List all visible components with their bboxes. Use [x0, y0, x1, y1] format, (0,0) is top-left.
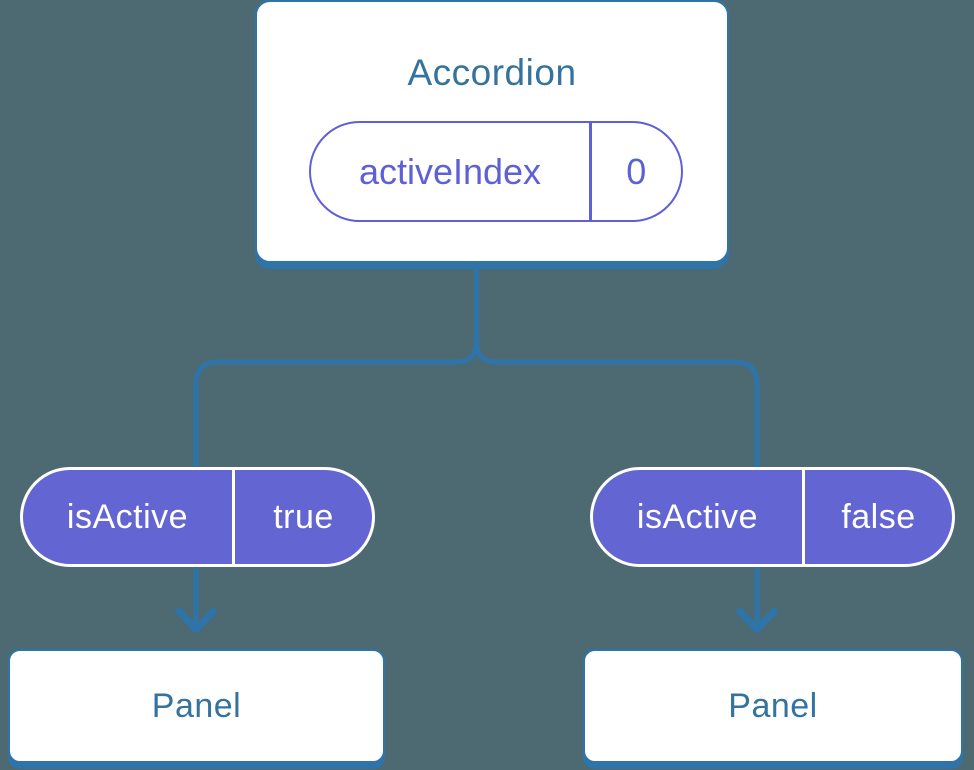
connector-left-branch: [193, 256, 479, 629]
state-name: activeIndex: [358, 150, 542, 192]
pill-divider: [802, 470, 805, 564]
state-value: 0: [626, 150, 647, 192]
prop-value: false: [841, 497, 916, 536]
state-pill: activeIndex 0: [309, 121, 683, 222]
prop-pill-is-active-true: isActive true: [20, 467, 375, 567]
accordion-title: Accordion: [407, 52, 577, 93]
accordion-card: Accordion activeIndex 0: [255, 0, 729, 263]
arrow-down-icon: [736, 607, 778, 633]
panel-title: Panel: [728, 686, 818, 725]
prop-pill-is-active-false: isActive false: [590, 467, 955, 567]
panel-card-2: Panel: [583, 649, 963, 763]
prop-name: isActive: [636, 497, 759, 536]
connector-right-branch: [474, 256, 760, 629]
prop-name: isActive: [66, 497, 189, 536]
panel-card-1: Panel: [8, 649, 385, 763]
prop-value: true: [273, 497, 334, 536]
arrow-down-icon: [175, 607, 217, 633]
panel-title: Panel: [151, 686, 242, 725]
pill-divider: [232, 470, 235, 564]
pill-divider: [589, 123, 592, 220]
